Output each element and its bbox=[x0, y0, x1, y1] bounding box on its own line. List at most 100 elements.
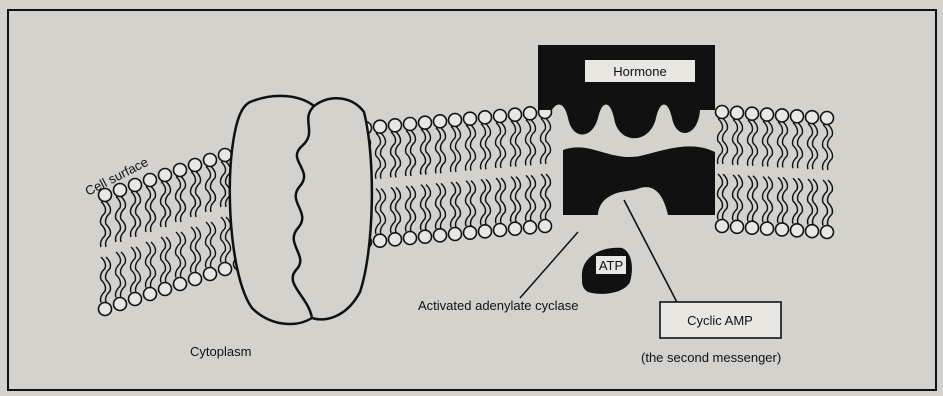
lipid-tail bbox=[798, 123, 803, 169]
phospholipid-head bbox=[746, 221, 759, 234]
lipid-tail bbox=[768, 177, 773, 223]
lipid-tail bbox=[136, 192, 141, 238]
lipid-tail bbox=[441, 128, 446, 173]
adenylate-cyclase-label: Activated adenylate cyclase bbox=[418, 298, 578, 313]
lipid-tail bbox=[526, 120, 531, 165]
phospholipid-head bbox=[434, 229, 447, 242]
phospholipid-head bbox=[746, 107, 759, 120]
lipid-tail bbox=[136, 247, 141, 293]
lipid-tail bbox=[116, 197, 121, 243]
lipid-tail bbox=[471, 181, 476, 227]
phospholipid-head bbox=[419, 230, 432, 243]
lipid-tail bbox=[161, 237, 166, 283]
lipid-tail bbox=[828, 125, 833, 171]
lipid-tail bbox=[176, 232, 181, 278]
lipid-tail bbox=[436, 183, 441, 229]
phospholipid-head bbox=[806, 225, 819, 238]
phospholipid-head bbox=[434, 115, 447, 128]
phospholipid-head bbox=[731, 220, 744, 233]
lipid-tail bbox=[121, 197, 126, 243]
adenylate-cyclase-enzyme bbox=[563, 146, 715, 215]
lipid-tail bbox=[793, 123, 798, 169]
lipid-tail bbox=[196, 227, 201, 273]
lipid-tail bbox=[753, 120, 758, 165]
phospholipid-head bbox=[204, 154, 217, 167]
phospholipid-head bbox=[806, 111, 819, 124]
lipid-tail bbox=[221, 162, 226, 208]
lipid-tail bbox=[466, 125, 471, 171]
lipid-tail bbox=[406, 186, 411, 232]
lipid-tail bbox=[116, 252, 121, 298]
lipid-tail bbox=[471, 125, 476, 171]
phospholipid-head bbox=[159, 169, 172, 182]
lipid-tail bbox=[131, 247, 136, 293]
lipid-tail bbox=[181, 232, 186, 278]
phospholipid-head bbox=[189, 273, 202, 286]
lipid-tail bbox=[466, 181, 471, 227]
phospholipid-head bbox=[204, 268, 217, 281]
lipid-tail bbox=[131, 192, 136, 238]
lipid-tail bbox=[798, 178, 803, 224]
phospholipid-head bbox=[821, 226, 834, 239]
phospholipid-head bbox=[389, 119, 402, 132]
phospholipid-head bbox=[99, 303, 112, 316]
lipid-tail bbox=[456, 182, 461, 228]
phospholipid-head bbox=[129, 179, 142, 192]
lipid-tail bbox=[733, 175, 738, 221]
phospholipid-head bbox=[791, 224, 804, 237]
phospholipid-head bbox=[539, 220, 552, 233]
lipid-tail bbox=[783, 122, 788, 168]
lipid-tail bbox=[516, 177, 521, 223]
phospholipid-head bbox=[174, 164, 187, 177]
lipid-tail bbox=[546, 174, 551, 220]
lipid-tail bbox=[381, 133, 386, 179]
lipid-tail bbox=[511, 121, 516, 167]
lipid-tail bbox=[436, 128, 441, 173]
lipid-tail bbox=[783, 177, 788, 223]
phospholipid-head bbox=[374, 234, 387, 247]
phospholipid-head bbox=[114, 184, 127, 197]
lipid-tail bbox=[151, 187, 156, 233]
lipid-tail bbox=[501, 123, 506, 169]
lipid-tail bbox=[481, 179, 486, 225]
hormone-label: Hormone bbox=[613, 64, 666, 79]
cytoplasm-label: Cytoplasm bbox=[190, 344, 251, 359]
phospholipid-head bbox=[509, 222, 522, 235]
lipid-tail bbox=[723, 119, 728, 165]
lipid-tail bbox=[376, 133, 381, 179]
lipid-tail bbox=[778, 177, 783, 223]
lipid-tail bbox=[823, 180, 828, 226]
phospholipid-head bbox=[389, 233, 402, 246]
phospholipid-head bbox=[524, 221, 537, 234]
lipid-tail bbox=[763, 121, 768, 167]
lipid-tail bbox=[808, 179, 813, 225]
phospholipid-head bbox=[174, 278, 187, 291]
integral-membrane-protein bbox=[230, 96, 372, 324]
phospholipid-head bbox=[419, 116, 432, 129]
lipid-tail bbox=[391, 132, 396, 178]
lipid-tail bbox=[411, 186, 416, 232]
phospholipid-head bbox=[776, 109, 789, 122]
phospholipid-head bbox=[159, 283, 172, 296]
lipid-tail bbox=[828, 180, 833, 226]
lipid-tail bbox=[541, 174, 546, 220]
lipid-tail bbox=[146, 242, 151, 288]
phospholipid-head bbox=[524, 107, 537, 120]
reaction-arrow bbox=[624, 200, 705, 312]
phospholipid-head bbox=[464, 226, 477, 239]
lipid-tail bbox=[376, 189, 381, 235]
lipid-tail bbox=[211, 167, 216, 213]
lipid-tail bbox=[738, 175, 743, 221]
lipid-tail bbox=[481, 124, 486, 169]
lipid-tail bbox=[823, 125, 828, 171]
lipid-tail bbox=[206, 222, 211, 268]
lipid-tail bbox=[411, 131, 416, 177]
phospholipid-head bbox=[479, 111, 492, 124]
lipid-tail bbox=[426, 129, 431, 175]
lipid-tail bbox=[718, 119, 723, 165]
lipid-tail bbox=[421, 185, 426, 231]
lipid-tail bbox=[793, 178, 798, 224]
lipid-tail bbox=[738, 119, 743, 165]
lipid-tail bbox=[206, 167, 211, 213]
lipid-tail bbox=[151, 242, 156, 288]
